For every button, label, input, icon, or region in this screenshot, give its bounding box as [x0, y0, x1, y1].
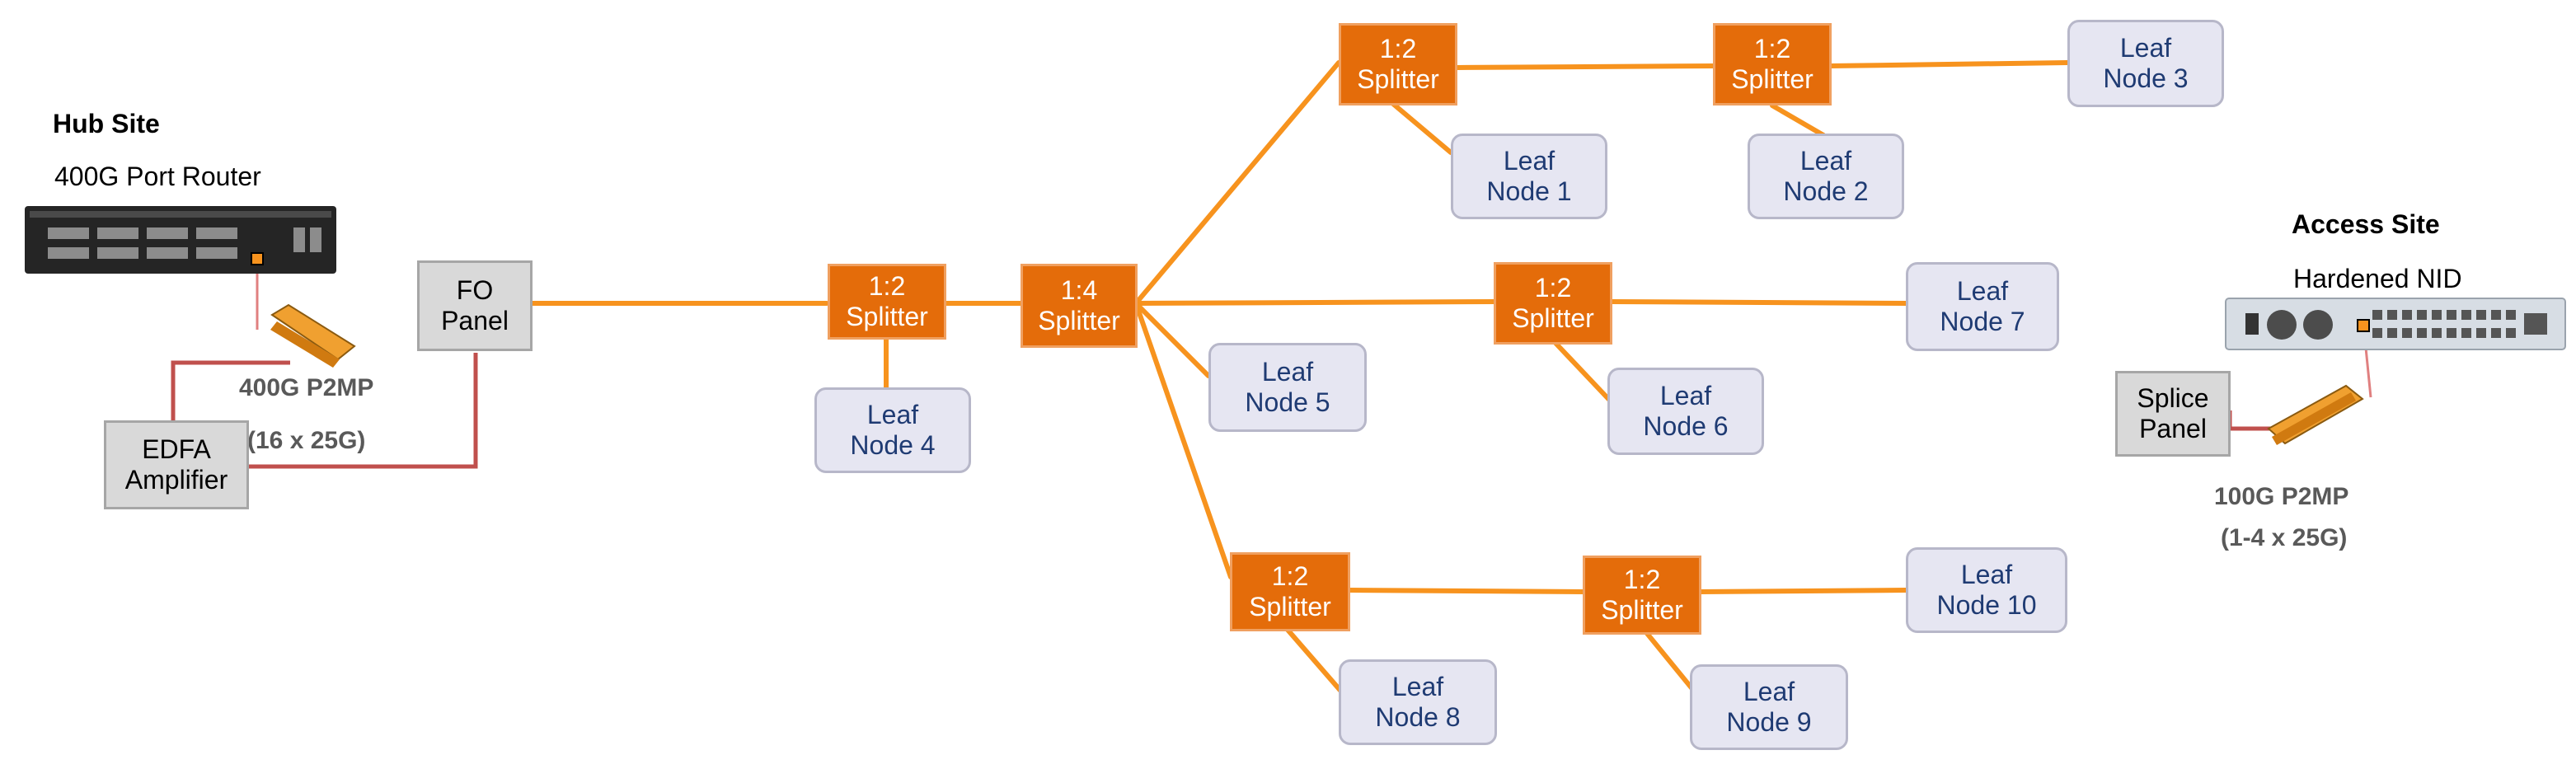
- leaf-node-3: Leaf Node 3: [2067, 20, 2224, 107]
- patch-edfa-to-fo-panel: [247, 353, 478, 469]
- leaf-node-6: Leaf Node 6: [1607, 368, 1764, 455]
- fo-panel-line2: Panel: [441, 306, 509, 335]
- splitter-ratio: 1:2: [1271, 561, 1309, 592]
- fiber-c-to-leaf-5: [1133, 301, 1211, 378]
- leaf-node-5: Leaf Node 5: [1208, 343, 1367, 432]
- fiber-c-to-splitter-1: [1133, 60, 1341, 306]
- fo-panel-line1: FO: [456, 275, 494, 306]
- leaf-node-10: Leaf Node 10: [1906, 547, 2067, 633]
- leaf-node-8: Leaf Node 8: [1339, 659, 1497, 745]
- splitter-ratio: 1:2: [1753, 34, 1791, 64]
- fiber-splitter-9-to-leaf-9: [1643, 629, 1699, 696]
- leaf-line2: Node 1: [1486, 176, 1572, 206]
- leaf-line1: Leaf: [2119, 33, 2172, 63]
- edfa-line2: Amplifier: [124, 465, 228, 495]
- splitter-1-2-node8: 1:2 Splitter: [1230, 552, 1350, 631]
- edfa-line1: EDFA: [142, 434, 211, 465]
- splitter-1-2-node4: 1:2 Splitter: [828, 264, 946, 340]
- splitter-label: Splitter: [1601, 595, 1683, 625]
- leaf-line2: Node 8: [1375, 702, 1461, 732]
- splitter-ratio: 1:2: [1534, 273, 1572, 303]
- leaf-line1: Leaf: [1503, 146, 1555, 176]
- leaf-node-9: Leaf Node 9: [1690, 664, 1848, 750]
- access-optic-module-icon: [2267, 384, 2364, 445]
- fiber-splitter-9-to-leaf-10: [1697, 588, 1908, 594]
- fo-panel: FO Panel: [417, 260, 533, 351]
- leaf-line1: Leaf: [1391, 672, 1444, 702]
- fiber-c-to-splitter-6: [1133, 299, 1496, 306]
- splice-panel: Splice Panel: [2115, 371, 2231, 457]
- splitter-label: Splitter: [1249, 592, 1331, 621]
- splitter-label: Splitter: [1512, 303, 1594, 333]
- splitter-1-4-central: 1:4 Splitter: [1021, 264, 1138, 348]
- fiber-splitter-1-to-leaf-1: [1391, 101, 1453, 155]
- leaf-node-4: Leaf Node 4: [814, 387, 971, 473]
- leaf-line2: Node 7: [1940, 307, 2025, 336]
- splitter-1-2-node2: 1:2 Splitter: [1713, 23, 1832, 106]
- leaf-line1: Leaf: [1659, 381, 1712, 411]
- leaf-line2: Node 3: [2103, 63, 2189, 93]
- leaf-line2: Node 6: [1643, 411, 1729, 441]
- patch-hub-optic-to-edfa: [171, 360, 290, 420]
- fiber-splitter-8-to-splitter-9: [1347, 588, 1585, 594]
- leaf-line1: Leaf: [1960, 560, 2013, 590]
- splitter-1-2-node1: 1:2 Splitter: [1339, 23, 1457, 106]
- splitter-1-2-node9: 1:2 Splitter: [1583, 556, 1701, 635]
- splice-line1: Splice: [2137, 383, 2209, 414]
- nid-icon: [2225, 298, 2566, 350]
- access-optic-label-line1: 100G P2MP: [2214, 483, 2349, 510]
- fiber-c-to-splitter-8: [1133, 301, 1233, 579]
- fiber-splitter-1-to-splitter-2: [1454, 63, 1715, 70]
- leaf-line2: Node 2: [1783, 176, 1869, 206]
- fiber-splitter-2-to-leaf-3: [1828, 60, 2070, 68]
- splitter-ratio: 1:2: [1379, 34, 1417, 64]
- access-optic-label-line2: (1-4 x 25G): [2221, 524, 2348, 551]
- hub-optic-label-line2: (16 x 25G): [247, 427, 366, 454]
- splitter-label: Splitter: [1357, 64, 1439, 94]
- leaf-node-2: Leaf Node 2: [1748, 134, 1904, 219]
- splitter-label: Splitter: [1038, 306, 1120, 335]
- hub-optic-label-line1: 400G P2MP: [239, 374, 374, 401]
- hub-site-title: Hub Site: [53, 109, 160, 138]
- leaf-line1: Leaf: [1956, 276, 2009, 307]
- patch-splice-to-access-optic: [2227, 410, 2275, 431]
- access-site-title: Access Site: [2292, 209, 2440, 239]
- nid-label: Hardened NID: [2293, 264, 2462, 293]
- leaf-line1: Leaf: [866, 400, 919, 430]
- router-label: 400G Port Router: [54, 162, 261, 191]
- leaf-node-7: Leaf Node 7: [1906, 262, 2059, 351]
- leaf-line2: Node 10: [1936, 590, 2037, 620]
- leaf-line2: Node 5: [1245, 387, 1330, 417]
- splice-line2: Panel: [2139, 414, 2207, 443]
- splitter-ratio: 1:2: [868, 271, 906, 302]
- splitter-label: Splitter: [1731, 64, 1814, 94]
- splitter-ratio: 1:4: [1060, 275, 1098, 306]
- leaf-line1: Leaf: [1261, 357, 1314, 387]
- splitter-label: Splitter: [846, 302, 928, 331]
- leaf-node-1: Leaf Node 1: [1451, 134, 1607, 219]
- optic-module-icon: [270, 303, 356, 368]
- edfa-amplifier: EDFA Amplifier: [104, 420, 249, 509]
- leaf-line2: Node 4: [850, 430, 936, 460]
- leaf-line1: Leaf: [1743, 677, 1795, 707]
- splitter-1-2-node6: 1:2 Splitter: [1494, 262, 1612, 345]
- fiber-splitter-2-to-leaf-2: [1770, 103, 1826, 138]
- router-icon: [25, 206, 336, 274]
- fiber-splitter-8-to-leaf-8: [1285, 627, 1344, 695]
- fiber-splitter-6-to-leaf-7: [1610, 299, 1908, 306]
- fiber-splitter-6-to-leaf-6: [1551, 339, 1614, 405]
- leaf-line2: Node 9: [1726, 707, 1812, 737]
- splitter-ratio: 1:2: [1623, 565, 1661, 595]
- leaf-line1: Leaf: [1799, 146, 1852, 176]
